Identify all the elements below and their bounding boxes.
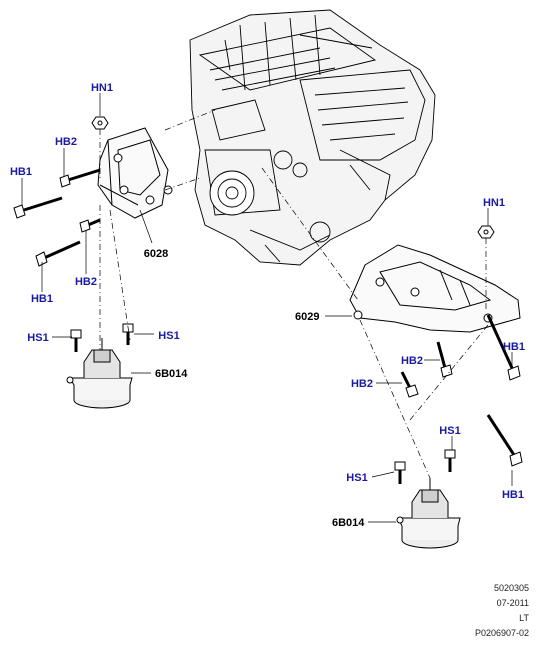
callout-hb1-lower-left: HB1 [31,293,53,305]
bolt-hs1-right-a [394,461,406,484]
callout-part-6b014-right: 6B014 [332,517,365,529]
bolt-hb1-upper-left [13,196,63,219]
callout-hs1-right-b: HS1 [346,472,367,484]
callout-hs1-left-a: HS1 [27,332,48,344]
engine-mount-6B014-left [66,338,133,409]
callout-hb2-right-lower: HB2 [351,378,373,390]
bolt-hs1-right-b [444,449,456,472]
callout-part-6029: 6029 [295,311,319,323]
bolt-hb2-lower-left [79,218,101,233]
bolt-hb2-right-lower [400,371,419,398]
fasteners [13,116,523,484]
nut-hn1-left [91,116,109,130]
callout-hn1-left: HN1 [91,82,113,94]
callout-hs1-left-b: HS1 [158,330,179,342]
reference-side: LT [519,613,529,623]
callout-part-6b014-left: 6B014 [155,368,188,380]
bolt-hb1-right-lower [486,414,523,467]
callout-hb1-upper-left: HB1 [10,166,32,178]
engine-mount-bracket-6029 [349,244,521,333]
bolt-hb1-right-upper [486,314,521,381]
nut-hn1-right [477,225,495,239]
leader-lines [21,93,513,523]
engine-mount-6B014-right [396,478,461,549]
bolt-hb2-right-upper [436,341,453,378]
drawing-reference-block: 5020305 07-2011 LT P0206907-02 [475,581,529,641]
callout-hb2-lower-left: HB2 [75,276,97,288]
callout-hb1-right-lower: HB1 [502,489,524,501]
callout-hb2-upper-left: HB2 [55,136,77,148]
callout-labels: HN1 HB2 HB1 HB2 HB1 6028 HS1 HS1 6B014 H… [10,82,525,529]
reference-code: 5020305 [493,583,529,593]
drawing-id: P0206907-02 [474,628,529,638]
engine-block [189,9,436,266]
reference-date: 07-2011 [496,598,529,608]
callout-hb2-right-upper: HB2 [401,355,423,367]
bolt-hs1-left-a [70,329,82,352]
engine-mount-bracket-6028 [97,127,173,219]
callout-hb1-right-upper: HB1 [503,341,525,353]
callout-hn1-right: HN1 [483,197,505,209]
assembly-centerlines [99,109,489,479]
bolt-hb1-lower-left [35,240,81,267]
bolt-hb2-upper-left [59,168,101,188]
callout-hs1-right-a: HS1 [439,425,460,437]
callout-part-6028: 6028 [144,248,168,260]
